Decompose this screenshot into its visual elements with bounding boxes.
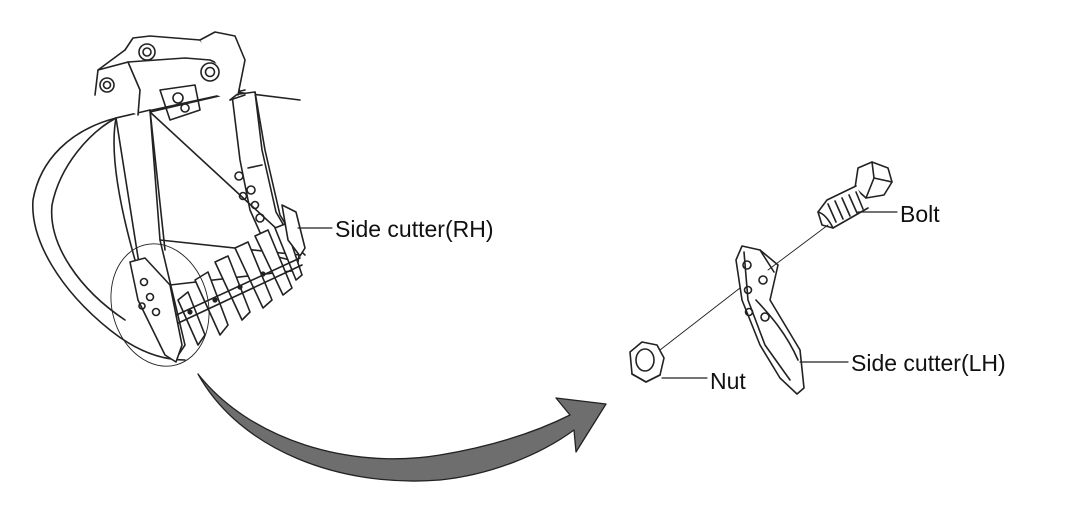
label-nut: Nut	[710, 368, 746, 394]
assembly-lines	[659, 224, 829, 351]
nut	[629, 341, 665, 383]
label-side-cutter-lh: Side cutter(LH)	[851, 350, 1006, 376]
label-side-cutter-rh: Side cutter(RH)	[335, 216, 494, 242]
leader-lines	[297, 211, 898, 379]
arrow-icon	[197, 373, 607, 482]
excavator-bucket	[32, 31, 306, 367]
side-cutter-lh-part	[735, 245, 805, 395]
bolt	[817, 161, 893, 229]
label-bolt: Bolt	[900, 201, 940, 227]
